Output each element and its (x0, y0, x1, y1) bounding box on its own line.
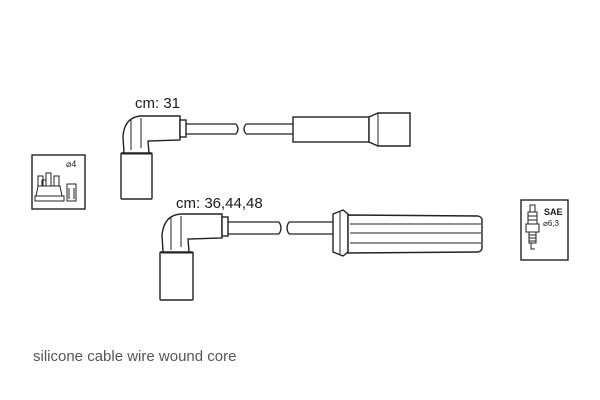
cable-long-length-label: cm: 36,44,48 (176, 195, 263, 212)
spark-plug-sae-icon: SAE ⌀6,3 (520, 199, 569, 261)
cable-short-straight-boot (292, 112, 411, 147)
cable-short-wire (186, 123, 293, 135)
cable-short (120, 112, 411, 200)
cable-long (159, 209, 483, 301)
spark-plug-standard-label: SAE (544, 207, 563, 217)
cable-short-length-label: cm: 31 (135, 95, 180, 112)
caption: silicone cable wire wound core (33, 348, 236, 365)
distributor-cap-icon: ⌀4 (31, 154, 86, 210)
cable-long-angled-boot (159, 213, 229, 301)
distributor-diameter-label: ⌀4 (66, 159, 76, 169)
spark-plug-diameter-label: ⌀6,3 (543, 219, 559, 228)
cable-long-plug-boot (332, 209, 483, 257)
cable-long-wire (228, 221, 333, 235)
cable-short-angled-boot (120, 115, 187, 200)
